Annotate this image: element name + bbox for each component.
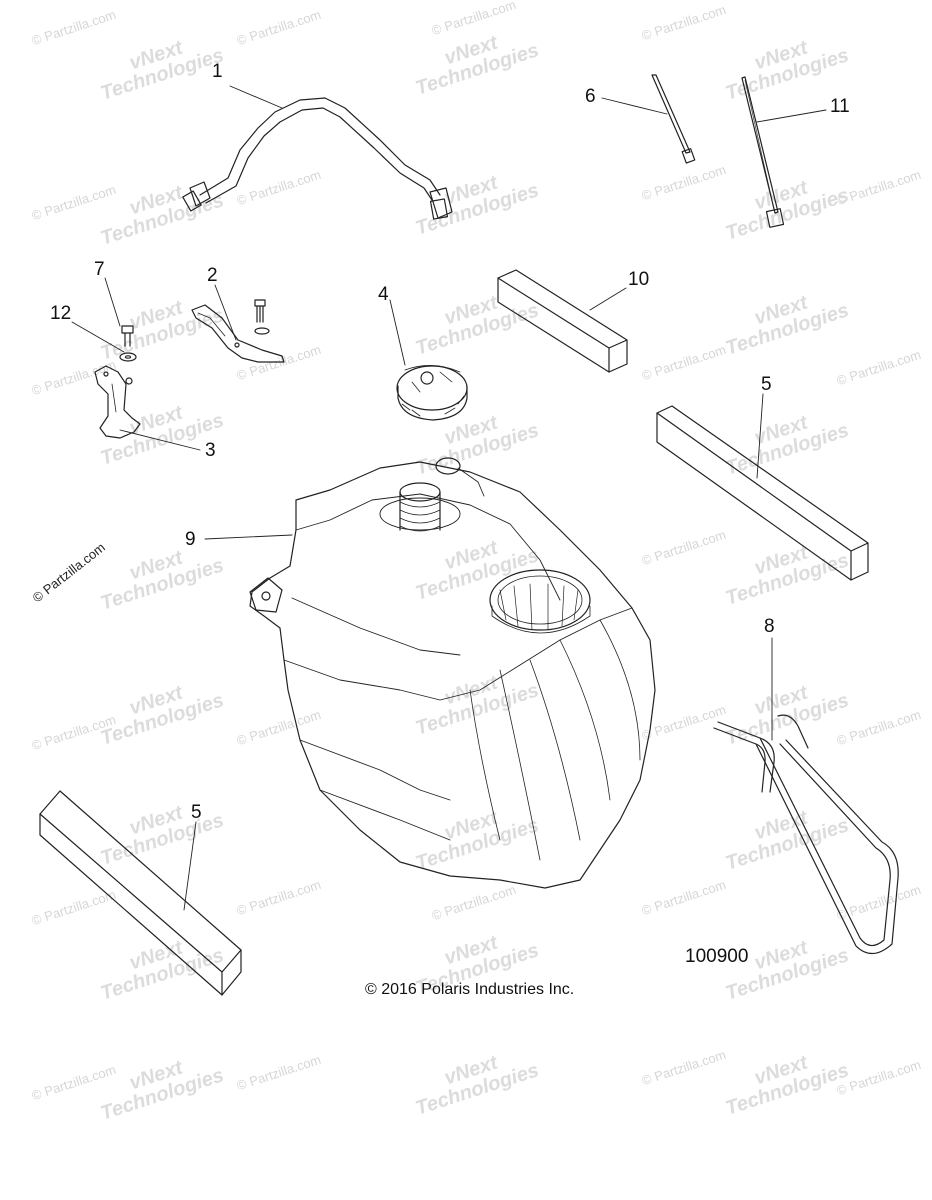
callout-5-right[interactable]: 5	[761, 374, 772, 395]
callout-7[interactable]: 7	[94, 259, 105, 280]
callout-9[interactable]: 9	[185, 529, 196, 550]
foam-pad-top[interactable]	[497, 269, 628, 373]
fuel-line-loop[interactable]	[713, 714, 899, 955]
leader-9	[204, 534, 293, 540]
leader-1	[229, 85, 283, 109]
foam-pad-left[interactable]	[39, 790, 242, 996]
mounting-bracket-right[interactable]	[191, 304, 285, 363]
callout-8[interactable]: 8	[764, 616, 775, 637]
callout-12[interactable]: 12	[50, 303, 72, 324]
leader-7	[104, 277, 121, 327]
leader-12	[71, 321, 125, 353]
callout-4[interactable]: 4	[378, 284, 389, 305]
callout-6[interactable]: 6	[585, 86, 596, 107]
washer[interactable]	[119, 352, 137, 362]
leader-2	[214, 284, 237, 341]
callout-3[interactable]: 3	[205, 440, 216, 461]
leader-lines	[71, 85, 827, 911]
callout-5-left[interactable]: 5	[191, 802, 202, 823]
leader-6	[601, 97, 668, 115]
callout-2[interactable]: 2	[207, 265, 218, 286]
leader-4	[389, 299, 406, 366]
copyright-text: © 2016 Polaris Industries Inc.	[365, 981, 575, 998]
callout-10[interactable]: 10	[628, 269, 650, 290]
fuel-cap[interactable]	[396, 365, 468, 421]
fuel-vent-hose[interactable]	[182, 97, 453, 220]
callout-1[interactable]: 1	[212, 61, 223, 82]
leader-3	[119, 429, 201, 451]
diagram-number: 100900	[685, 946, 749, 967]
foam-pad-right[interactable]	[656, 405, 869, 581]
bolt[interactable]	[121, 325, 134, 347]
cable-tie-short[interactable]	[651, 74, 696, 164]
fuel-tank[interactable]	[249, 457, 656, 889]
cable-tie-long[interactable]	[741, 76, 785, 228]
leader-5-right	[756, 393, 764, 479]
mounting-bracket-left[interactable]	[94, 365, 141, 439]
callout-11[interactable]: 11	[830, 96, 850, 117]
leader-10	[589, 287, 627, 311]
leader-5-left	[183, 821, 197, 911]
leader-11	[756, 109, 827, 123]
bolt-washer-right[interactable]	[254, 299, 270, 335]
